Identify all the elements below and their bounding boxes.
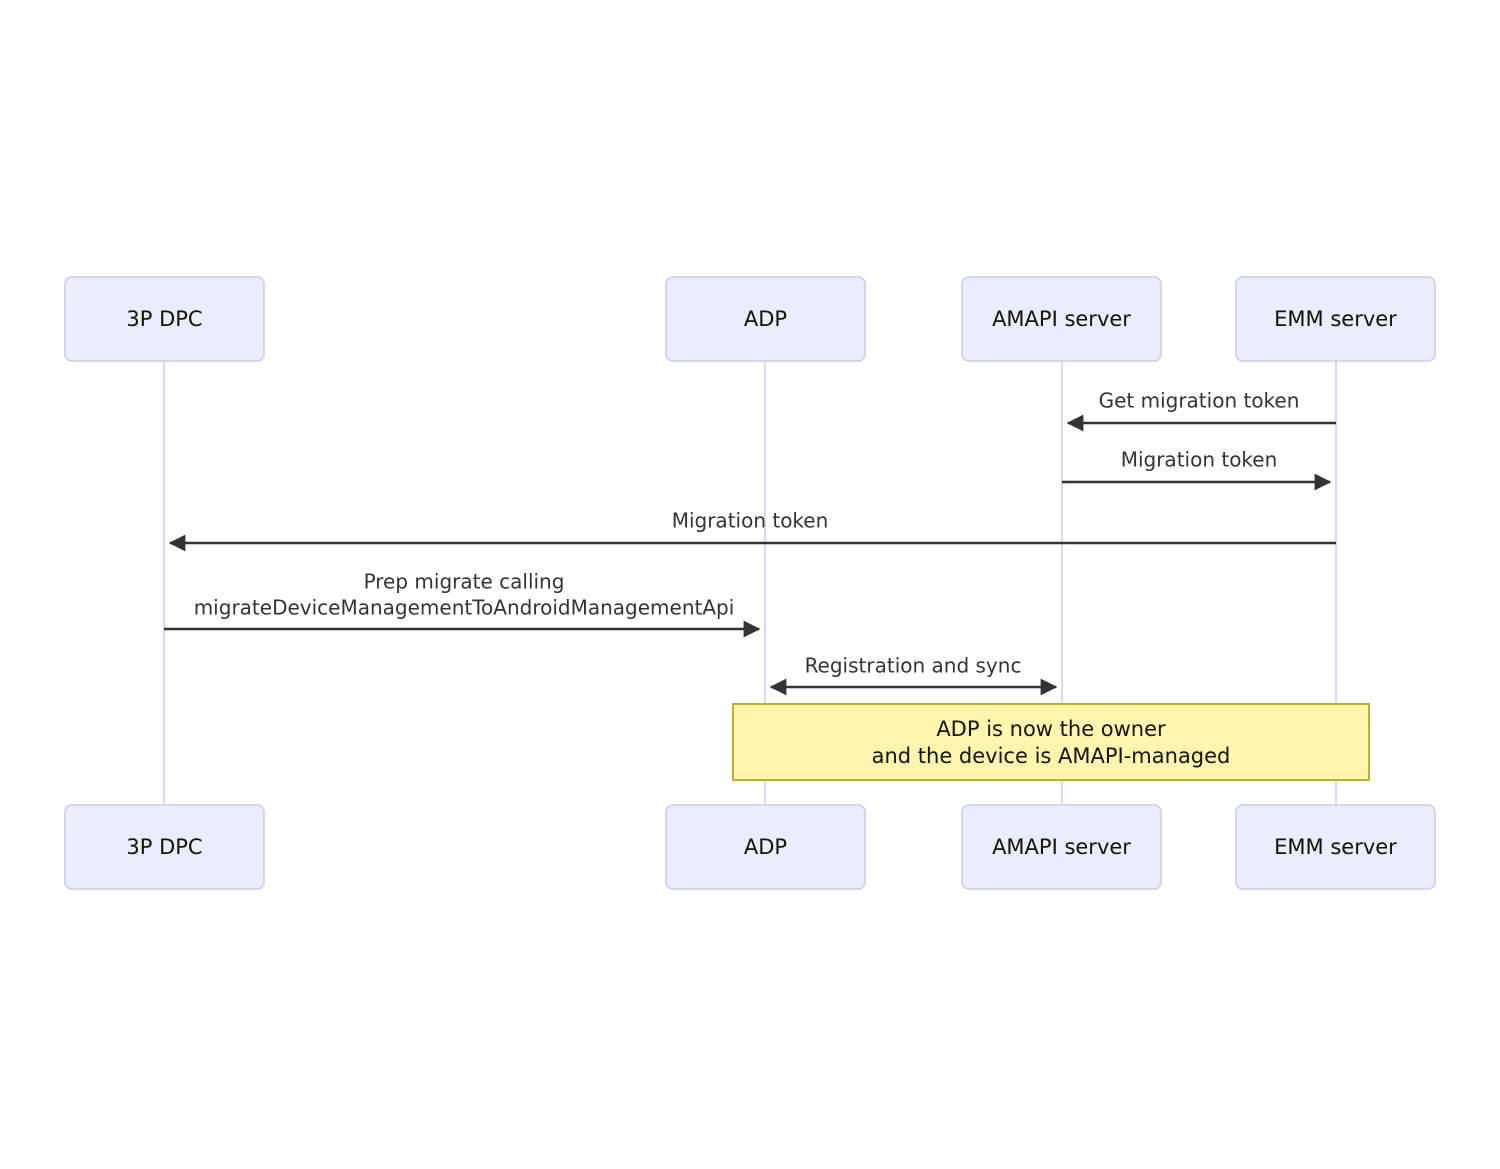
message-label-get-migration-token: Get migration token <box>1099 389 1300 413</box>
participant-label-bottom-emm: EMM server <box>1274 835 1397 859</box>
participant-footer-emm[interactable]: EMM server <box>1235 804 1436 890</box>
message-prep-migrate[interactable]: Prep migrate calling migrateDeviceManage… <box>164 570 761 638</box>
participant-box-top-dpc[interactable] <box>64 276 265 362</box>
message-migration-token-emm-dpc[interactable]: Migration token <box>168 509 1336 552</box>
note-adp-owner: ADP is now the owner and the device is A… <box>732 703 1370 781</box>
note-box-adp-owner <box>732 703 1370 781</box>
participant-label-top-dpc: 3P DPC <box>126 307 202 331</box>
message-label-registration-and-sync: Registration and sync <box>805 654 1022 678</box>
participant-label-top-amapi: AMAPI server <box>992 307 1131 331</box>
participant-header-amapi[interactable]: AMAPI server <box>961 276 1162 362</box>
participant-box-top-amapi[interactable] <box>961 276 1162 362</box>
participant-header-adp[interactable]: ADP <box>665 276 866 362</box>
participant-footer-amapi[interactable]: AMAPI server <box>961 804 1162 890</box>
participant-label-bottom-adp: ADP <box>744 835 787 859</box>
participant-footer-adp[interactable]: ADP <box>665 804 866 890</box>
participant-label-top-emm: EMM server <box>1274 307 1397 331</box>
message-registration-and-sync[interactable]: Registration and sync <box>769 654 1058 696</box>
message-label-prep-migrate-line1: Prep migrate calling <box>364 570 565 594</box>
message-label-migration-token-amapi-emm: Migration token <box>1121 448 1278 472</box>
note-label-line2: and the device is AMAPI-managed <box>872 744 1231 768</box>
message-label-migration-token-emm-dpc: Migration token <box>672 509 829 533</box>
message-get-migration-token[interactable]: Get migration token <box>1066 389 1336 432</box>
participant-box-top-emm[interactable] <box>1235 276 1436 362</box>
participant-footer-dpc[interactable]: 3P DPC <box>64 804 265 890</box>
participant-label-bottom-dpc: 3P DPC <box>126 835 202 859</box>
participant-label-top-adp: ADP <box>744 307 787 331</box>
participant-box-bottom-emm[interactable] <box>1235 804 1436 890</box>
message-label-prep-migrate-line2: migrateDeviceManagementToAndroidManageme… <box>194 596 735 620</box>
participant-header-dpc[interactable]: 3P DPC <box>64 276 265 362</box>
participant-header-emm[interactable]: EMM server <box>1235 276 1436 362</box>
note-label-line1: ADP is now the owner <box>936 717 1166 741</box>
participant-box-bottom-amapi[interactable] <box>961 804 1162 890</box>
participant-label-bottom-amapi: AMAPI server <box>992 835 1131 859</box>
participant-box-top-adp[interactable] <box>665 276 866 362</box>
message-migration-token-amapi-emm[interactable]: Migration token <box>1062 448 1332 491</box>
participant-box-bottom-adp[interactable] <box>665 804 866 890</box>
participant-box-bottom-dpc[interactable] <box>64 804 265 890</box>
